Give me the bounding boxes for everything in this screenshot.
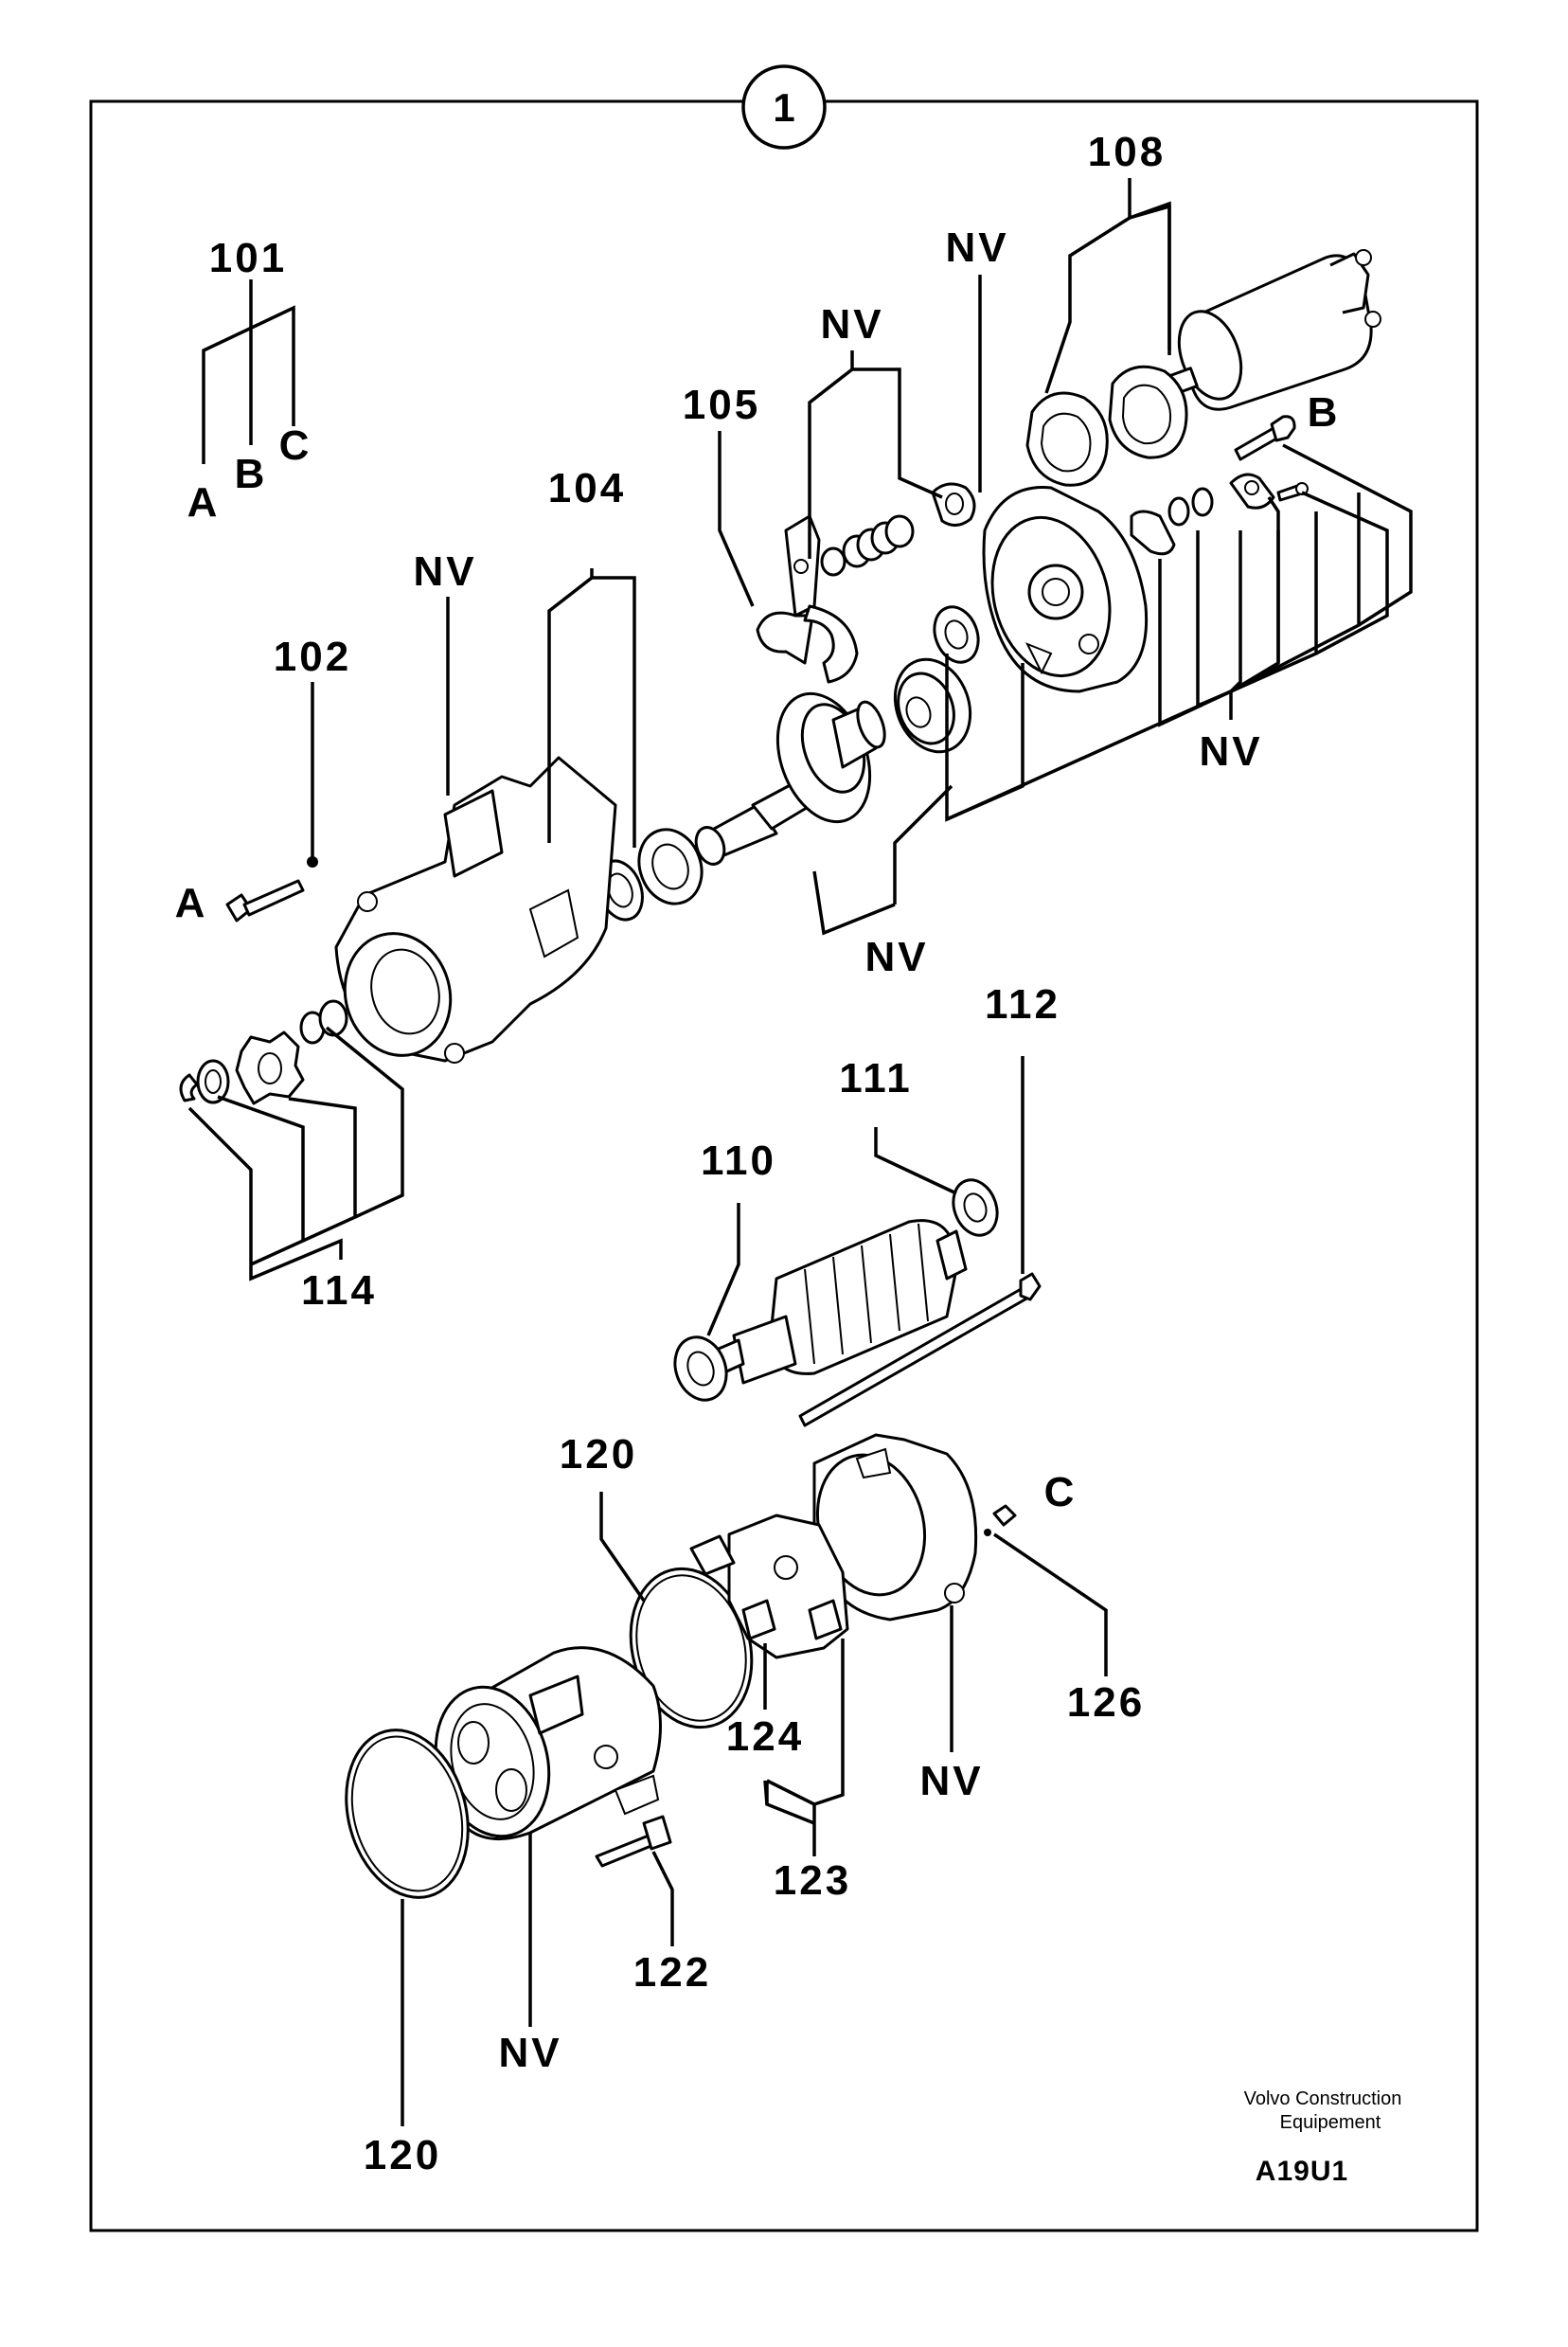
callout-104: 104 xyxy=(548,465,626,511)
nv-yoke: NV xyxy=(498,2030,561,2076)
sheet-number-badge: 1 xyxy=(741,64,827,150)
bearing-111 xyxy=(952,1178,999,1237)
gasket-pair xyxy=(1025,365,1188,487)
pinion-set-114 xyxy=(179,999,348,1105)
rear-bracket xyxy=(812,1433,978,1621)
callout-111: 111 xyxy=(839,1055,913,1102)
solenoid-switch xyxy=(1153,249,1381,411)
callout-126: 126 xyxy=(1067,1679,1145,1726)
callout-123: 123 xyxy=(774,1857,851,1904)
callout-101-c: C xyxy=(279,422,312,469)
publisher-line-1: Volvo Construction xyxy=(1244,2088,1402,2109)
pinion-gear xyxy=(893,657,972,754)
drawing-code: A19U1 xyxy=(1256,2156,1348,2187)
callout-101: 101 xyxy=(209,235,287,281)
bolt-a-and-washer xyxy=(225,856,318,923)
diagram-frame xyxy=(89,99,1479,2232)
callout-105: 105 xyxy=(683,382,760,428)
brush-122 xyxy=(595,1815,672,1868)
nv-end-cover: NV xyxy=(945,224,1008,271)
callout-124: 124 xyxy=(726,1713,804,1760)
armature-bearing xyxy=(673,1335,728,1402)
bolt-b xyxy=(1234,415,1296,461)
callout-114: 114 xyxy=(301,1267,377,1314)
spring-set xyxy=(820,482,976,577)
armature xyxy=(704,1219,968,1385)
shift-lever xyxy=(756,514,859,684)
leader-lines xyxy=(187,178,1413,2126)
brush-holder xyxy=(689,1514,849,1659)
ref-c-bolt: C xyxy=(1044,1469,1078,1515)
callout-108: 108 xyxy=(1088,129,1166,175)
through-bolt xyxy=(798,1272,1042,1427)
nv-shaft-gear: NV xyxy=(864,934,928,980)
o-ring-upper xyxy=(629,1567,754,1729)
screw-c xyxy=(984,1504,1017,1536)
small-washers-right xyxy=(1130,473,1309,556)
callout-120-upper: 120 xyxy=(560,1431,637,1478)
ref-a-bolt: A xyxy=(175,880,208,926)
drive-housing xyxy=(334,756,617,1064)
sheet-number: 1 xyxy=(773,85,794,130)
nv-rear-bracket: NV xyxy=(919,1758,983,1804)
thrust-washer xyxy=(933,605,980,664)
callout-122: 122 xyxy=(633,1949,711,1996)
callout-110: 110 xyxy=(701,1138,776,1184)
o-ring-lower xyxy=(345,1729,470,1899)
yoke xyxy=(434,1646,662,1841)
nv-washers: NV xyxy=(1199,728,1262,775)
nv-lever-springs: NV xyxy=(820,301,883,348)
end-cover xyxy=(982,486,1149,693)
callout-112: 112 xyxy=(985,981,1060,1028)
callout-101-b: B xyxy=(235,451,268,497)
publisher-line-2: Equipement xyxy=(1280,2112,1381,2133)
pinion-shaft xyxy=(694,691,886,866)
callout-101-a: A xyxy=(187,479,221,526)
callout-102: 102 xyxy=(274,634,351,680)
nv-housing: NV xyxy=(413,548,476,595)
ref-b-bolt: B xyxy=(1308,389,1341,436)
callout-120-lower: 120 xyxy=(364,2132,441,2178)
